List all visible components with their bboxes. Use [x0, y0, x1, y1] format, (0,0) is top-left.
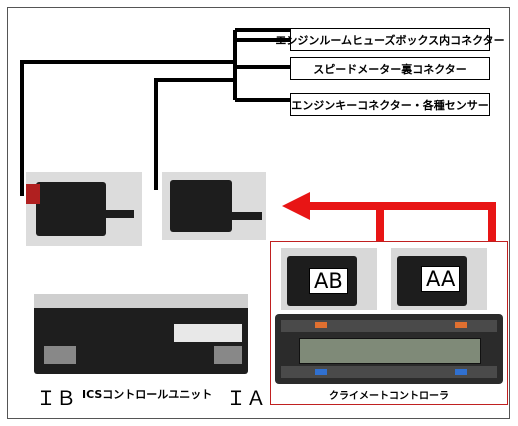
climate-control-face — [275, 314, 503, 384]
ics-unit-photo — [34, 294, 248, 374]
ics-caption: ICSコントロールユニット — [82, 388, 213, 401]
connector-photo-ib — [26, 172, 142, 246]
ics-label-ia: ＩＡ — [226, 386, 266, 410]
target-label-ignition: エンジンキーコネクター・各種センサー — [290, 93, 490, 116]
red-arrow-head — [282, 192, 310, 220]
ics-label-ib: ＩＢ — [36, 386, 76, 410]
black-wires — [20, 28, 292, 196]
connector-photo-ia — [162, 172, 266, 240]
target-label-speedometer: スピードメーター裏コネクター — [290, 57, 490, 80]
climate-panel: AB AA クライメートコントローラ — [270, 241, 508, 405]
connector-label-aa: AA — [421, 266, 461, 292]
climate-caption: クライメートコントローラ — [329, 391, 449, 402]
target-label-fusebox: エンジンルームヒューズボックス内コネクター — [275, 28, 505, 51]
connector-label-ab: AB — [309, 268, 348, 294]
